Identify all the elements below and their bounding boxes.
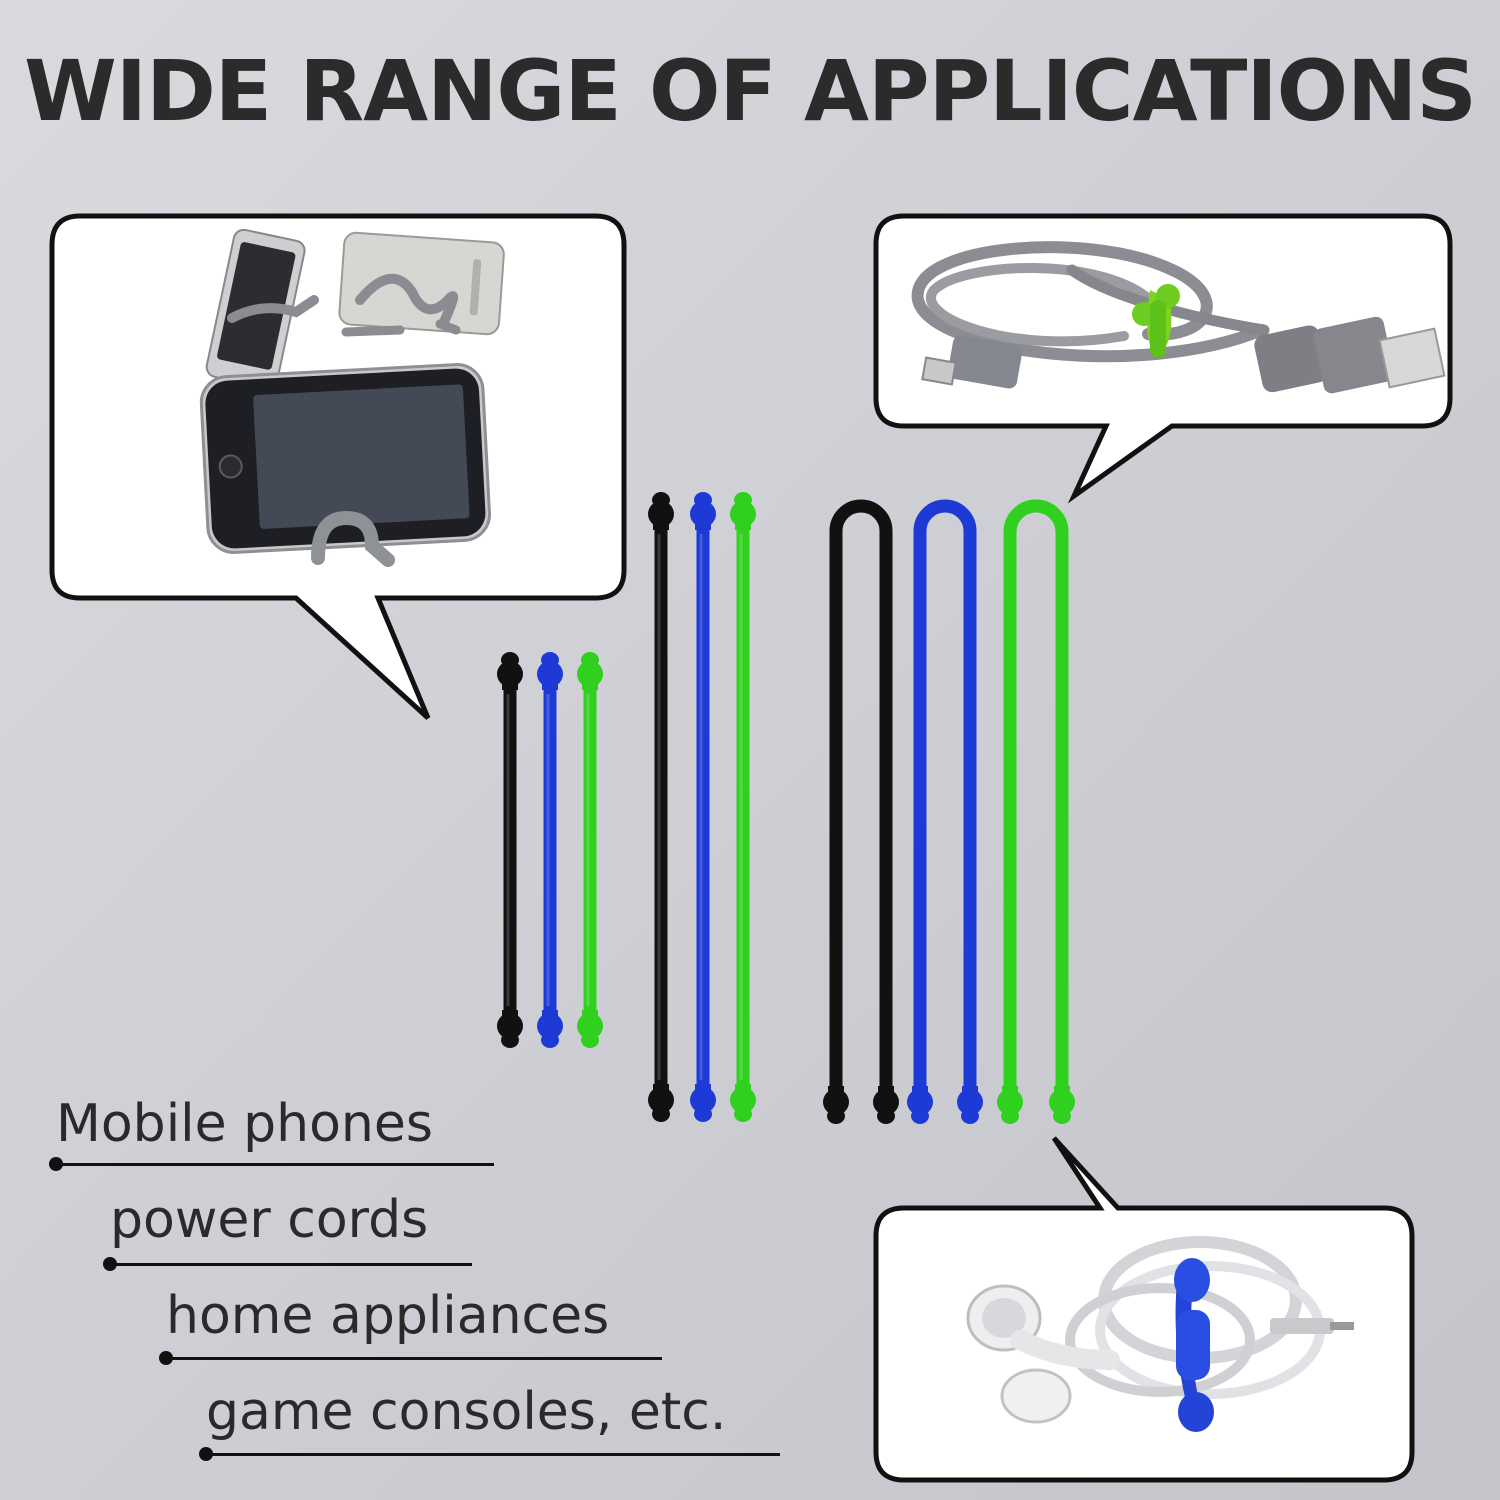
headline: WIDE RANGE OF APPLICATIONS (24, 42, 1477, 140)
bubble-usb-cable (873, 213, 1453, 504)
bullet-dot (49, 1157, 63, 1171)
bullet-dot (103, 1257, 117, 1271)
use-label: game consoles, etc. (206, 1382, 727, 1442)
twist-ties-group (497, 492, 1075, 1124)
use-underline (166, 1357, 662, 1360)
use-label: Mobile phones (56, 1094, 433, 1154)
twist-tie-looped-blue (907, 499, 983, 1124)
use-label: home appliances (166, 1286, 610, 1346)
bubble-phone-stand (49, 213, 627, 720)
twist-tie-looped-green (997, 499, 1075, 1124)
twist-tie-black-short (497, 652, 523, 1048)
use-underline (206, 1453, 780, 1456)
use-underline (110, 1263, 472, 1266)
twist-tie-blue-short (537, 652, 563, 1048)
usb-cable-icon (911, 241, 1446, 394)
twist-tie-blue-medium (690, 492, 716, 1122)
twist-tie-looped-black (823, 499, 899, 1124)
bubble-earphones (873, 1136, 1415, 1483)
bullet-dot (199, 1447, 213, 1461)
use-underline (56, 1163, 494, 1166)
twist-tie-green-short (577, 652, 603, 1048)
phone-stand-icon (199, 228, 505, 567)
bullet-dot (159, 1351, 173, 1365)
earphones-icon (966, 1236, 1354, 1432)
use-label: power cords (110, 1190, 429, 1250)
twist-tie-black-medium (648, 492, 674, 1122)
twist-tie-green-medium (730, 492, 756, 1122)
